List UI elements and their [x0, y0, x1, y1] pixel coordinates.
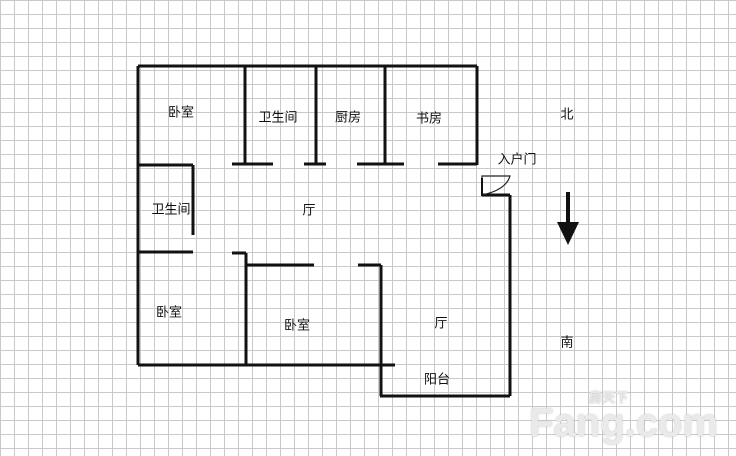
- label-entry-door: 入户门: [497, 152, 537, 168]
- room-label-bedroom-sw: 卧室: [155, 305, 183, 321]
- watermark-brand: Fang.com: [529, 401, 718, 445]
- room-label-bathroom-west: 卫生间: [151, 202, 191, 218]
- room-label-study: 书房: [415, 111, 443, 127]
- fang-watermark-logo: 房天下 Fang.com: [529, 390, 718, 446]
- watermark-sub: 房天下: [588, 390, 628, 405]
- room-label-bedroom: 卧室: [167, 105, 195, 121]
- room-label-hall-south: 厅: [434, 316, 448, 332]
- compass-north: 北: [560, 107, 574, 123]
- arrow-down-icon: [557, 192, 579, 245]
- room-label-hall: 厅: [302, 203, 316, 219]
- room-label-kitchen: 厨房: [334, 110, 362, 126]
- entry-door-swing: [481, 175, 511, 196]
- room-label-bedroom-center: 卧室: [283, 318, 311, 334]
- compass-south: 南: [560, 335, 574, 351]
- room-label-balcony: 阳台: [423, 372, 451, 388]
- room-label-bathroom: 卫生间: [258, 110, 298, 126]
